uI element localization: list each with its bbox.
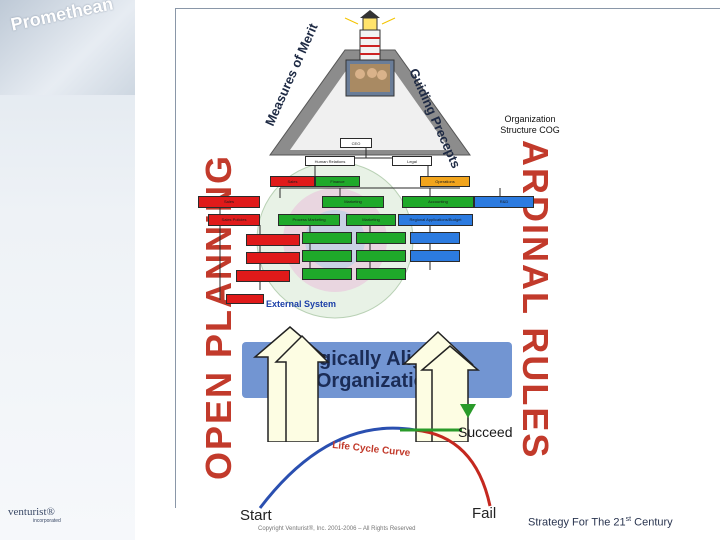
- start-label: Start: [240, 507, 272, 524]
- succeed-label: Succeed: [458, 424, 512, 440]
- org-box-blank: [356, 268, 406, 280]
- org-box-blank: [356, 250, 406, 262]
- org-box: Human Relations: [305, 156, 355, 166]
- arrow-curve-icon: [460, 404, 476, 418]
- org-box: R&D: [474, 196, 534, 208]
- org-box-blank: [226, 294, 264, 304]
- frame-line: [175, 8, 720, 9]
- footer-title-text: Strategy For The 21: [528, 517, 626, 529]
- footer-title-text: Century: [631, 517, 673, 529]
- org-box: Marketing: [346, 214, 396, 226]
- org-box: Process Marketing: [278, 214, 340, 226]
- footer-title: Strategy For The 21st Century: [528, 516, 673, 529]
- org-label-line: Organization: [470, 114, 590, 125]
- org-box-blank: [410, 250, 460, 262]
- org-box-blank: [246, 252, 300, 264]
- org-box: Sales: [270, 176, 315, 187]
- org-box-blank: [302, 268, 352, 280]
- org-box-blank: [236, 270, 290, 282]
- org-box: Sales Policies: [208, 214, 260, 226]
- venturist-logo: venturist®: [8, 506, 55, 518]
- org-box: Sales: [198, 196, 260, 208]
- venturist-sub: incorporated: [33, 518, 61, 524]
- org-box: Operations: [420, 176, 470, 187]
- copyright-text: Copyright Venturist®, Inc. 2001-2006 – A…: [258, 526, 416, 532]
- org-box-blank: [410, 232, 460, 244]
- org-box: Regional Applications/Budget: [398, 214, 473, 226]
- org-box-blank: [302, 232, 352, 244]
- org-box: Marketing: [322, 196, 384, 208]
- frame-line: [175, 8, 176, 508]
- org-box-ceo: CEO: [340, 138, 372, 148]
- cardinal-rules-label: ARDINAL RULES: [514, 140, 556, 459]
- org-box: Legal: [392, 156, 432, 166]
- org-box-blank: [356, 232, 406, 244]
- org-box: Finance: [315, 176, 360, 187]
- org-box-blank: [302, 250, 352, 262]
- org-box-blank: [246, 234, 300, 246]
- org-box: Accounting: [402, 196, 474, 208]
- external-system-label: External System: [266, 299, 336, 309]
- fail-label: Fail: [472, 505, 496, 522]
